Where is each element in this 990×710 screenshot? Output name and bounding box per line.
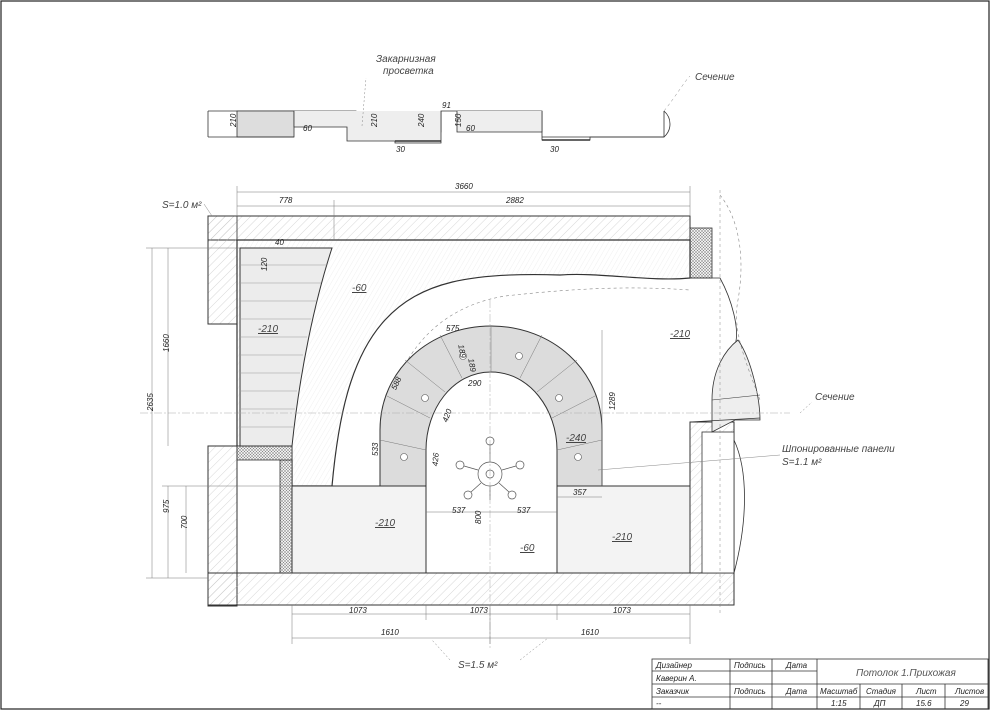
dim-section-30-a: 30 (396, 145, 405, 154)
dim-section-60-b: 60 (466, 124, 475, 133)
dim-189-a: 189 (456, 344, 467, 359)
dim-800: 800 (474, 510, 483, 524)
tb-designer: Дизайнер (655, 661, 692, 670)
dim-1660: 1660 (162, 334, 171, 352)
box-bottom-left (291, 485, 427, 574)
tb-sheets-value: 29 (959, 699, 969, 708)
section-label-right: Сечение (815, 392, 855, 403)
dim-1073-a: 1073 (349, 606, 367, 615)
dim-778: 778 (279, 196, 293, 205)
panels-area-label: S=1.1 м² (782, 457, 822, 468)
dim-290: 290 (467, 379, 482, 388)
tb-sheets-label: Листов (954, 687, 984, 696)
tb-signature-2: Подпись (734, 687, 766, 696)
dim-section-30-b: 30 (550, 145, 559, 154)
wall-top (207, 215, 691, 241)
dim-533: 533 (371, 442, 380, 456)
area-label-bottom: S=1.5 м² (458, 660, 498, 671)
dim-575: 575 (446, 324, 460, 333)
tb-date-1: Дата (785, 661, 808, 670)
wall-left-upper (207, 215, 238, 325)
cornice-label-line2: просветка (383, 66, 434, 77)
box-bottom-right (556, 485, 691, 574)
dim-700: 700 (180, 515, 189, 529)
dim-1610-a: 1610 (381, 628, 399, 637)
dim-1289: 1289 (608, 392, 617, 410)
dim-975: 975 (162, 499, 171, 513)
wall-bottom (207, 572, 735, 606)
dim-1073-b: 1073 (470, 606, 488, 615)
tb-sheet-value: 15.6 (916, 699, 932, 708)
dim-2635: 2635 (146, 393, 155, 412)
tb-stage-label: Стадия (866, 687, 897, 696)
tb-scale-label: Масштаб (820, 687, 858, 696)
dim-section-210-mid: 210 (370, 113, 379, 128)
section-label-top: Сечение (695, 72, 735, 83)
level-minus210-bottom-left: -210 (375, 518, 395, 529)
panels-label: Шпонированные панели (782, 444, 895, 455)
section-profile (207, 110, 671, 144)
tb-scale-value: 1:15 (831, 699, 847, 708)
dim-section-150: 150 (454, 113, 463, 127)
level-minus240: -240 (566, 433, 586, 444)
level-minus210-bottom-right: -210 (612, 532, 632, 543)
tb-designer-name: Каверин А. (656, 674, 697, 683)
title-block (651, 658, 989, 710)
dim-120: 120 (260, 257, 269, 271)
dim-section-210-left: 210 (229, 113, 238, 128)
dim-537-b: 537 (517, 506, 531, 515)
dim-section-60-a: 60 (303, 124, 312, 133)
dim-537-a: 537 (452, 506, 466, 515)
dim-section-91: 91 (442, 101, 451, 110)
dim-426: 426 (431, 452, 441, 467)
tb-sheet-label: Лист (915, 687, 937, 696)
dim-2882: 2882 (505, 196, 524, 205)
dim-420: 420 (441, 407, 454, 423)
tb-stage-value: ДП (873, 699, 886, 708)
tb-signature-1: Подпись (734, 661, 766, 670)
tb-date-2: Дата (785, 687, 808, 696)
cornice-label-line1: Закарнизная (376, 54, 436, 65)
dim-1073-c: 1073 (613, 606, 631, 615)
level-minus210-right: -210 (670, 329, 690, 340)
dim-357: 357 (573, 488, 587, 497)
tb-customer-value: -- (656, 699, 662, 708)
dim-1610-b: 1610 (581, 628, 599, 637)
dim-3660: 3660 (455, 182, 473, 191)
area-label-top-left: S=1.0 м² (162, 200, 202, 211)
level-minus60-top: -60 (352, 283, 367, 294)
ceiling-field (236, 239, 691, 487)
level-minus210-left: -210 (258, 324, 278, 335)
dim-40: 40 (275, 238, 284, 247)
tb-title: Потолок 1.Прихожая (856, 668, 956, 679)
level-minus60-center: -60 (520, 543, 535, 554)
dim-section-240: 240 (417, 113, 426, 128)
slat-panel-left (239, 247, 333, 447)
dim-189-b: 189 (466, 358, 477, 373)
tb-customer: Заказчик (656, 687, 690, 696)
